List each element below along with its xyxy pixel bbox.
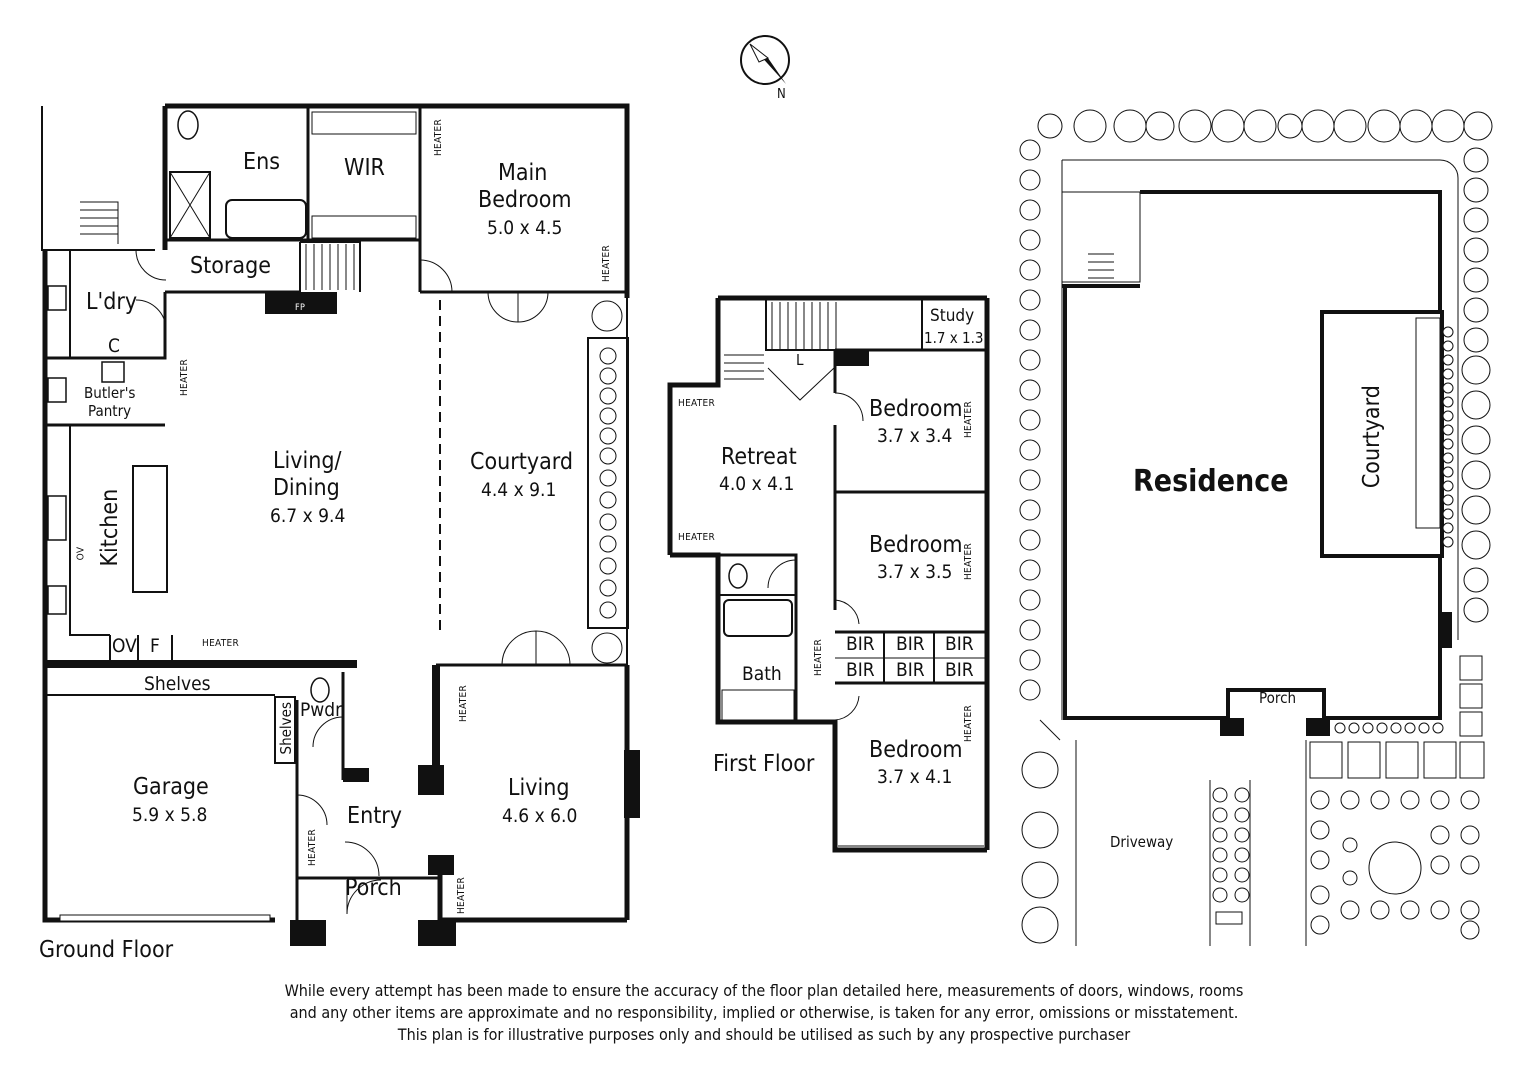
first-floor-title: First Floor (713, 751, 815, 777)
room-label-kitchen: Kitchen (97, 488, 124, 567)
heater-label-pantry: HEATER (179, 358, 191, 397)
room-dims-bedroom-1: 3.7 x 3.4 (877, 425, 953, 447)
room-label-powder: Pwdr (300, 699, 343, 721)
heater-label-retreat-bottom: HEATER (678, 532, 716, 543)
heater-label-bedroom-3: HEATER (963, 704, 975, 743)
label-shelves-side: Shelves (277, 702, 295, 755)
bir-label-2: BIR (896, 633, 925, 655)
disclaimer-line-1: While every attempt has been made to ens… (284, 981, 1244, 1000)
site-plan-trees-icon (1019, 109, 1493, 944)
room-label-living-dining-line1: Living/ (273, 448, 342, 474)
bir-label-5: BIR (896, 659, 925, 681)
ground-floor-walls (41, 103, 630, 923)
kitchen-oven-label: OV (75, 546, 87, 561)
heater-label-bedroom-1: HEATER (963, 400, 975, 439)
room-label-entry: Entry (347, 803, 403, 829)
room-label-living: Living (508, 775, 570, 801)
room-label-porch: Porch (345, 875, 402, 901)
room-label-garage: Garage (133, 774, 209, 800)
ground-floor-title: Ground Floor (39, 937, 174, 963)
site-plan-pavers (1215, 655, 1485, 925)
site-label-courtyard: Courtyard (1358, 385, 1385, 489)
room-dims-main-bedroom: 5.0 x 4.5 (487, 217, 563, 239)
heater-label-hall: HEATER (813, 638, 825, 677)
room-label-bedroom-1: Bedroom (869, 396, 963, 422)
site-plan-walls (1039, 159, 1459, 946)
room-label-butlers-pantry-line1: Butler's (84, 384, 136, 402)
room-label-storage: Storage (190, 253, 271, 279)
label-shelves-top: Shelves (144, 673, 211, 695)
first-floor-walls (667, 295, 990, 853)
room-dims-living: 4.6 x 6.0 (502, 805, 578, 827)
room-label-bedroom-3: Bedroom (869, 737, 963, 763)
site-label-porch: Porch (1259, 689, 1297, 707)
compass-north-label: N (777, 87, 786, 102)
bir-label-4: BIR (846, 659, 875, 681)
courtyard-planter-plants (591, 300, 623, 664)
first-floor-chimney (835, 350, 869, 366)
site-plan-solid-blocks (1220, 612, 1452, 736)
ground-floor-solid-blocks (265, 292, 640, 946)
room-label-laundry: L'dry (86, 289, 138, 315)
ground-floor-appliances (47, 110, 330, 703)
room-dims-garage: 5.9 x 5.8 (132, 804, 208, 826)
room-dims-study: 1.7 x 1.3 (924, 329, 984, 347)
room-label-ensuite: Ens (243, 149, 280, 175)
bir-label-3: BIR (945, 633, 974, 655)
label-fridge: F (150, 635, 160, 657)
room-dims-bedroom-2: 3.7 x 3.5 (877, 561, 953, 583)
heater-label-kitchen: HEATER (202, 638, 240, 649)
heater-label-retreat-top: HEATER (678, 398, 716, 409)
heater-label-bedroom-2: HEATER (963, 542, 975, 581)
room-dims-living-dining: 6.7 x 9.4 (270, 505, 346, 527)
room-label-main-bedroom-line2: Bedroom (478, 187, 572, 213)
room-dims-retreat: 4.0 x 4.1 (719, 473, 795, 495)
site-label-driveway: Driveway (1110, 833, 1174, 851)
room-dims-bedroom-3: 3.7 x 4.1 (877, 766, 953, 788)
label-oven: OV (112, 635, 137, 657)
room-label-bedroom-2: Bedroom (869, 532, 963, 558)
heater-label-entry: HEATER (307, 828, 319, 867)
heater-label-living: HEATER (458, 684, 470, 723)
bir-label-6: BIR (945, 659, 974, 681)
room-label-cupboard: C (108, 335, 120, 357)
compass-icon (740, 35, 790, 85)
room-dims-courtyard: 4.4 x 9.1 (481, 479, 557, 501)
heater-label-main-bedroom: HEATER (601, 244, 613, 283)
room-label-butlers-pantry-line2: Pantry (88, 402, 132, 420)
bir-label-1: BIR (846, 633, 875, 655)
heater-label-porch: HEATER (456, 876, 468, 915)
room-label-linen: L (796, 351, 804, 369)
room-label-wir: WIR (344, 155, 385, 181)
room-label-bath: Bath (742, 663, 782, 685)
heater-label-wir: HEATER (433, 118, 445, 157)
room-label-main-bedroom-line1: Main (498, 160, 548, 186)
room-label-living-dining-line2: Dining (273, 475, 340, 501)
room-label-study: Study (930, 306, 975, 326)
room-label-courtyard: Courtyard (470, 449, 573, 475)
disclaimer-line-2: and any other items are approximate and … (289, 1003, 1239, 1022)
label-fireplace: FP (295, 303, 306, 313)
disclaimer-text: While every attempt has been made to ens… (264, 980, 1264, 1046)
disclaimer-line-3: This plan is for illustrative purposes o… (397, 1025, 1131, 1044)
site-label-residence: Residence (1133, 464, 1289, 499)
room-label-retreat: Retreat (721, 444, 797, 470)
